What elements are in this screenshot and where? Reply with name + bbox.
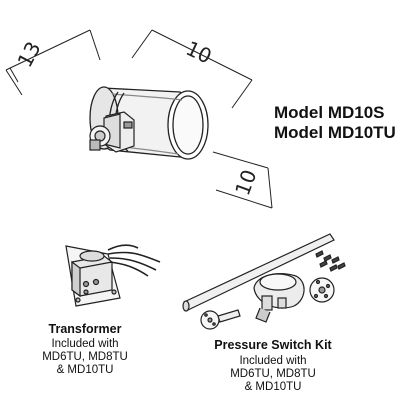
pressure-switch-kit-note-line-3: & MD10TU <box>244 381 302 393</box>
mounting-screws <box>315 250 346 272</box>
dimension-lines <box>5 29 273 209</box>
pressure-switch-kit-note-line-1: Included with <box>239 355 307 367</box>
transformer-note-line-3: & MD10TU <box>56 364 114 376</box>
transformer-title: Transformer <box>48 322 122 336</box>
actuator-motor <box>89 111 135 153</box>
model-name-1: Model MD10S <box>274 103 385 122</box>
pressure-switch-kit-title: Pressure Switch Kit <box>214 338 332 352</box>
dimension-width-label: 13 <box>13 37 46 71</box>
pressure-switch-kit-note-line-2: MD6TU, MD8TU <box>230 368 316 380</box>
pressure-switch-kit <box>182 233 346 330</box>
dimension-length-label: 10 <box>182 36 215 69</box>
transformer-note-line-2: MD6TU, MD8TU <box>42 351 128 363</box>
transformer-note-line-1: Included with <box>51 338 119 350</box>
model-name-2: Model MD10TU <box>274 123 396 142</box>
dimension-height-label: 10 <box>230 166 261 198</box>
transformer <box>65 244 161 307</box>
